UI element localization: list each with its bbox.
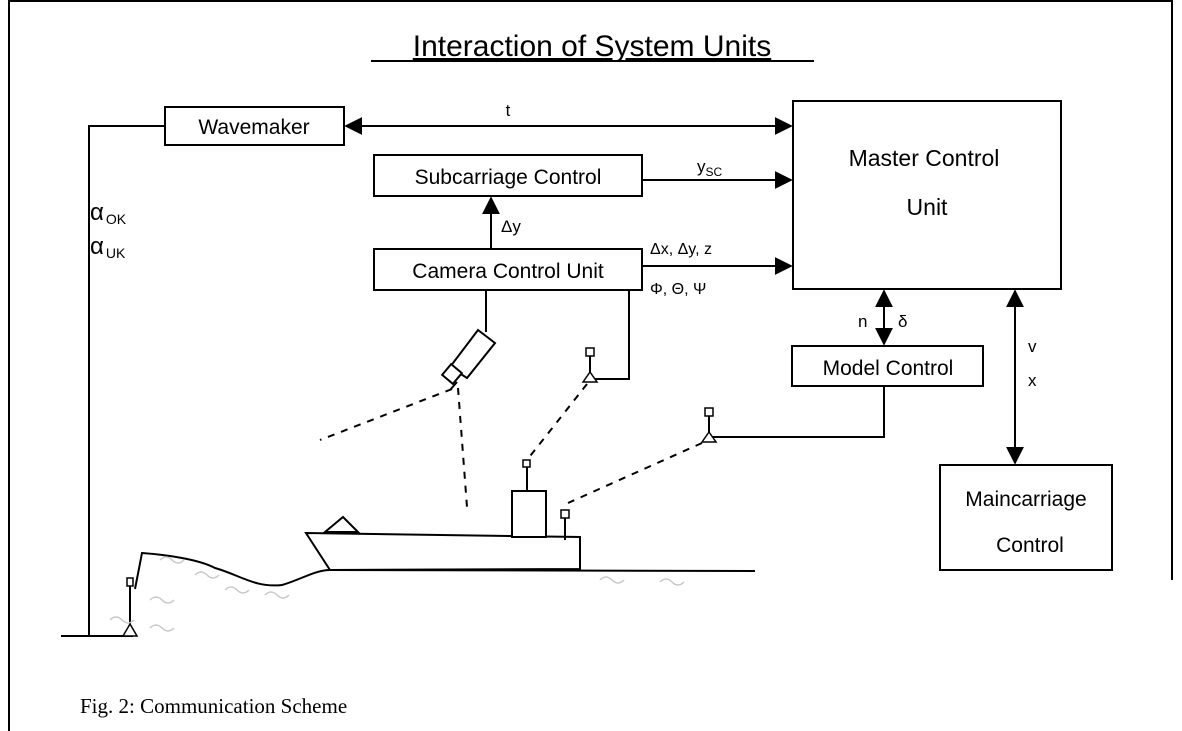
alpha-uk-sub: UK bbox=[106, 245, 126, 261]
subcarriage-control-block bbox=[373, 154, 643, 197]
alpha-ok-symbol: α bbox=[90, 199, 104, 226]
maincarriage-label-line2: Control bbox=[996, 534, 1064, 557]
camera-control-unit-label: Camera Control Unit bbox=[412, 260, 604, 283]
sensor-icon bbox=[581, 347, 599, 383]
wavemaker-wire bbox=[88, 125, 165, 637]
signal-t-label: t bbox=[506, 101, 511, 120]
figure-caption: Fig. 2: Communication Scheme bbox=[80, 694, 347, 718]
sensor-icon bbox=[700, 407, 718, 443]
maincarriage-label-line1: Maincarriage bbox=[965, 488, 1086, 511]
ship-illustration bbox=[304, 459, 581, 572]
alpha-ok-sub: OK bbox=[106, 211, 127, 227]
signal-ysc-label: ySC bbox=[697, 157, 723, 179]
signal-ysc-base: y bbox=[697, 157, 706, 176]
signal-camera-angles-label: Φ, Θ, Ψ bbox=[650, 281, 706, 298]
master-control-label-line2: Unit bbox=[907, 194, 949, 220]
signal-delta-label: δ bbox=[898, 312, 907, 331]
alpha-uk-symbol: α bbox=[90, 233, 104, 260]
diagram-title: Interaction of System Units bbox=[413, 30, 771, 63]
master-control-label-line1: Master Control bbox=[849, 145, 1000, 171]
camera-control-unit-block bbox=[373, 248, 643, 291]
subcarriage-control-label: Subcarriage Control bbox=[415, 166, 602, 189]
model-control-wire bbox=[708, 386, 885, 438]
sight-lines bbox=[319, 383, 703, 508]
maincarriage-control-block bbox=[939, 464, 1113, 571]
wavemaker-block bbox=[164, 106, 345, 146]
camera-icon bbox=[440, 328, 497, 391]
signal-delta-y-label: Δy bbox=[501, 217, 521, 236]
model-control-label: Model Control bbox=[823, 357, 954, 380]
signal-ysc-sub: SC bbox=[706, 165, 723, 179]
wavemaker-label: Wavemaker bbox=[198, 116, 309, 139]
signal-camera-position-label: Δx, Δy, z bbox=[650, 241, 712, 258]
water-surface bbox=[134, 551, 756, 590]
signal-x-label: x bbox=[1028, 371, 1037, 390]
signal-n-label: n bbox=[858, 312, 867, 331]
master-control-unit-block bbox=[792, 100, 1062, 290]
sensor-wire-camera bbox=[592, 290, 630, 380]
signal-v-label: v bbox=[1028, 337, 1037, 356]
model-control-block bbox=[791, 345, 984, 387]
wave-texture bbox=[109, 556, 685, 632]
